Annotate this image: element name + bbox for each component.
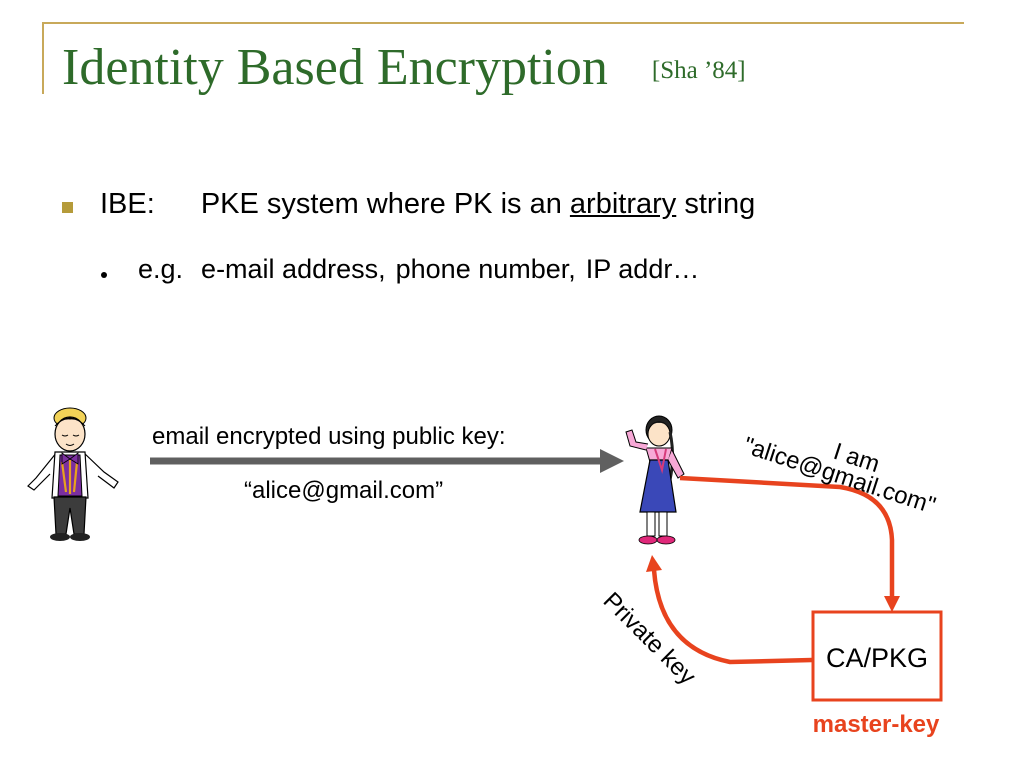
examples-prefix: e.g.	[138, 254, 184, 284]
master-key-label: master-key	[813, 711, 940, 738]
slide-frame-top-rule	[42, 22, 964, 24]
identity-request-arrow	[679, 475, 895, 598]
ca-pkg-box	[811, 610, 943, 702]
example-phone: phone number,	[395, 254, 576, 284]
identity-request-arrowhead	[884, 596, 900, 612]
bullet-examples: e.g. e-mail address, phone number, IP addr…	[138, 254, 699, 285]
bob-sender-icon	[27, 407, 119, 541]
email-encrypted-label: email encrypted using public key:	[152, 423, 506, 450]
private-key-arrowhead	[646, 555, 662, 572]
example-ip: IP addr…	[585, 254, 700, 284]
alice-email-label: “alice@gmail.com”	[244, 477, 443, 504]
ibe-term: IBE:	[100, 188, 155, 220]
slide-citation: [Sha ’84]	[651, 57, 746, 84]
square-bullet-icon	[62, 202, 73, 213]
example-email: e-mail address,	[201, 254, 386, 284]
dot-bullet-icon	[101, 272, 107, 278]
private-key-arrow	[651, 569, 813, 665]
ibe-text-before: PKE system where PK is an	[200, 188, 570, 220]
ibe-underlined-word: arbitrary	[569, 188, 677, 220]
alice-recipient-icon	[625, 415, 685, 545]
encrypted-email-arrowhead	[600, 449, 624, 473]
slide-title-block: Identity Based Encryption [Sha ’84]	[62, 38, 746, 97]
slide-title: Identity Based Encryption	[62, 39, 608, 96]
slide-frame-left-rule	[42, 22, 44, 94]
ibe-text-after: string	[676, 188, 756, 220]
bullet-ibe-definition: IBE:PKE system where PK is an arbitrary …	[100, 188, 755, 221]
ca-pkg-label: CA/PKG	[826, 643, 928, 673]
